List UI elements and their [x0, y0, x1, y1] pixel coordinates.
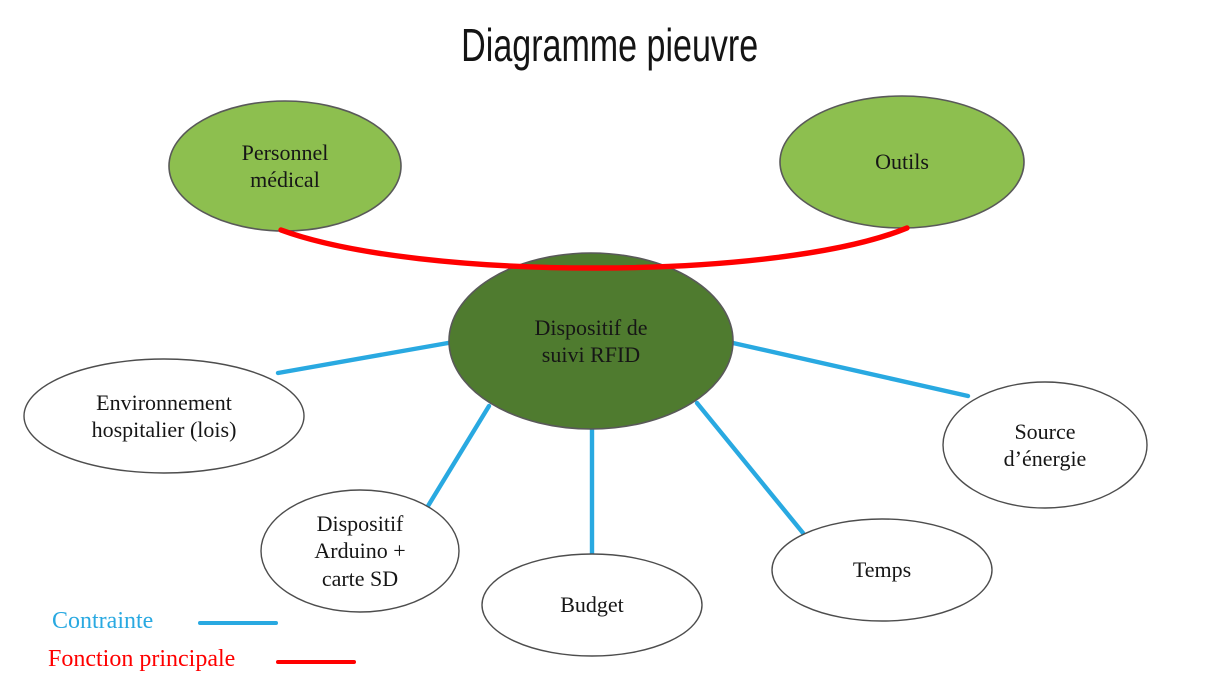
legend-contrainte-label: Contrainte: [52, 608, 154, 634]
budget-ellipse: [481, 553, 703, 657]
legend-contrainte-line: [198, 621, 278, 625]
central-rfid-label: Dispositif de suivi RFID: [534, 314, 648, 367]
environnement-label: Environnement hospitalier (lois): [91, 389, 237, 442]
legend-fonction-label: Fonction principale: [48, 646, 236, 672]
page-title-text: Diagramme pieuvre: [461, 19, 759, 71]
personnel-medical-label: Personnel médical: [241, 139, 329, 192]
constraint-line-environnement: [275, 340, 451, 376]
temps-ellipse: [771, 518, 993, 622]
budget-label: Budget: [560, 592, 624, 618]
environnement-ellipse: [23, 358, 305, 474]
arduino-ellipse: [260, 489, 460, 613]
page-title: Diagramme pieuvre: [0, 18, 1220, 72]
main-function-arc: [278, 225, 910, 271]
outils-label: Outils: [875, 149, 929, 175]
arduino-label: Dispositif Arduino + carte SD: [314, 511, 406, 591]
temps-label: Temps: [852, 557, 912, 583]
legend-fonction-line: [276, 660, 356, 664]
constraint-line-source: [730, 340, 971, 399]
constraint-line-temps: [694, 400, 806, 536]
source-energie-ellipse: [942, 381, 1148, 509]
central-rfid-ellipse: [448, 252, 734, 430]
source-energie-label: Source d’énergie: [1003, 418, 1087, 471]
constraint-line-arduino: [425, 403, 492, 509]
